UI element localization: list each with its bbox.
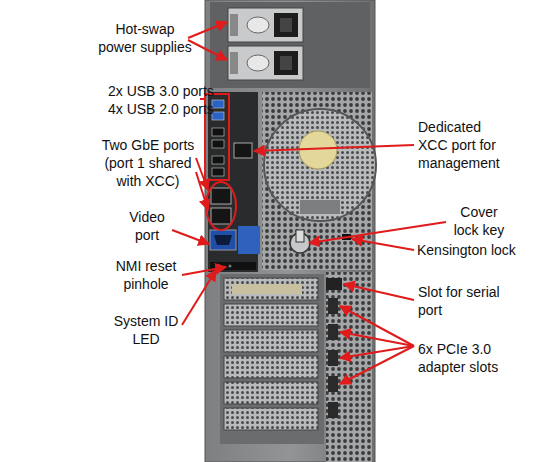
pcie-slots: [220, 274, 324, 444]
callout-label: 4x USB 2.0 ports: [108, 100, 214, 118]
gbe-port: [211, 208, 231, 224]
latch: [300, 200, 340, 214]
chassis: [205, 0, 375, 462]
xcc-port: [234, 143, 252, 158]
lock-key-head: [296, 230, 304, 242]
fan-grille: [264, 109, 376, 221]
gbe-port: [211, 188, 231, 204]
callout-label: NMI reset pinhole: [110, 257, 182, 293]
callout-label: 2x USB 3.0 ports: [108, 82, 214, 100]
usb2-port: [212, 128, 224, 136]
psu-bay: [210, 2, 370, 88]
callout-label: Hot-swap power supplies: [97, 20, 193, 56]
callout-label: Two GbE ports (port 1 shared with XCC): [98, 136, 198, 190]
usb2-port: [212, 140, 224, 148]
callout-label: System ID LED: [110, 312, 182, 348]
video-port: [210, 230, 236, 250]
power-supply: [228, 8, 303, 42]
callout-label: Video port: [122, 208, 172, 244]
slot-retainers: [328, 298, 338, 418]
callout-label: 6x PCIe 3.0 adapter slots: [418, 340, 508, 376]
video-connector: [214, 235, 232, 245]
serial-slot: [326, 278, 342, 290]
callout-label: Kensington lock: [417, 241, 516, 259]
label-tab: [238, 226, 260, 254]
leader-lines: [172, 22, 446, 384]
side-vent: [326, 272, 372, 462]
callout-label: Cover lock key: [448, 203, 510, 239]
power-supply: [228, 46, 303, 80]
nmi-pinhole: [229, 265, 232, 268]
usb2-port: [212, 156, 224, 164]
callout-label: Dedicated XCC port for management: [418, 118, 508, 172]
usb2-port: [212, 168, 224, 176]
callout-label: Slot for serial port: [418, 283, 500, 319]
